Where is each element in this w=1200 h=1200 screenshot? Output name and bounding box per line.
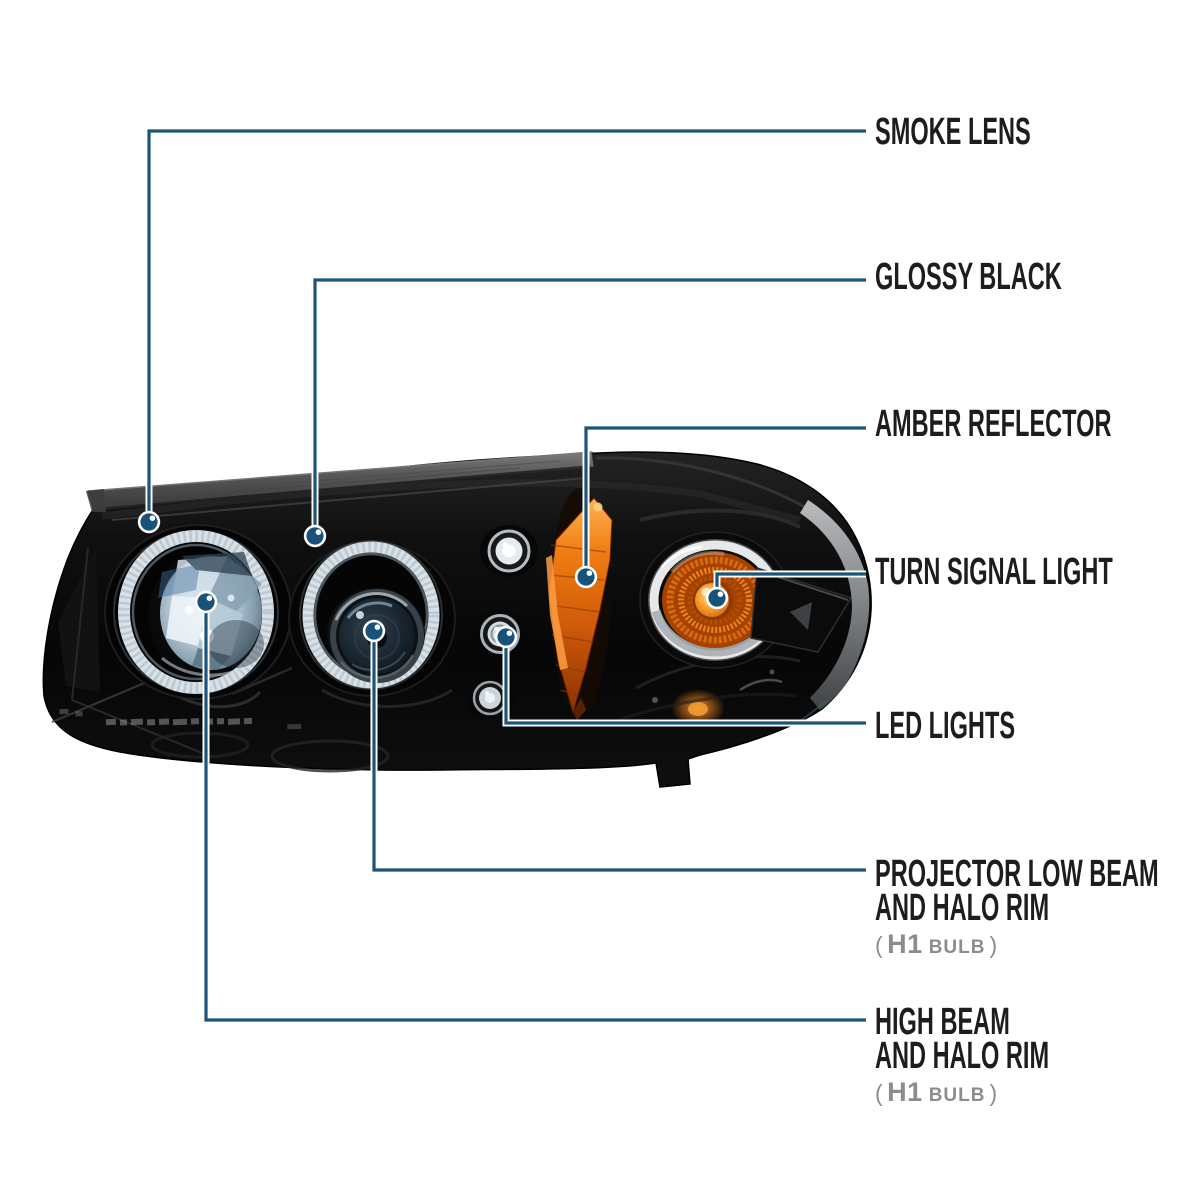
bottom-reflection-3 <box>321 688 453 708</box>
bulb-note-open: ( <box>875 932 884 958</box>
callout-turn-signal-light <box>705 570 866 610</box>
callout-label-led-lights: LED LIGHTS <box>875 705 1101 747</box>
label-text: LED LIGHTS <box>875 705 1016 747</box>
callout-dot-amber-reflector <box>574 565 598 589</box>
bulb-word: BULB <box>928 1085 986 1106</box>
callout-label-glossy-black: GLOSSY BLACK <box>875 256 1176 298</box>
left-streak-2 <box>71 547 89 701</box>
callout-dot-led-lights <box>494 625 518 649</box>
left-streak-3 <box>71 699 213 758</box>
bulb-word: BULB <box>928 937 986 958</box>
callout-label-turn-signal-light: TURN SIGNAL LIGHT <box>875 551 1200 593</box>
label-text-line1: PROJECTOR LOW BEAM <box>875 853 1159 895</box>
speck-1 <box>652 697 658 703</box>
speck-2 <box>769 669 775 675</box>
amber-glow-core <box>688 702 708 716</box>
label-text: GLOSSY BLACK <box>875 256 1062 298</box>
callout-label-amber-reflector: AMBER REFLECTOR <box>875 403 1200 445</box>
label-text: TURN SIGNAL LIGHT <box>875 551 1113 593</box>
label-text-line1: HIGH BEAM <box>875 1001 1010 1043</box>
halo-ring-high-beam <box>118 530 274 694</box>
callout-glossy-black <box>303 276 866 548</box>
headlight-body <box>42 451 872 788</box>
label-text: SMOKE LENS <box>875 111 1031 153</box>
left-cavity-wedge <box>58 548 100 692</box>
callout-label-smoke-lens: SMOKE LENS <box>875 111 1126 153</box>
bulb-note-close: ) <box>989 1080 998 1106</box>
callout-high-beam <box>194 590 866 1024</box>
callout-dot-glossy-black <box>303 524 327 548</box>
callout-smoke-lens <box>137 127 866 534</box>
bulb-note-close: ) <box>989 932 998 958</box>
shoulder-highlight <box>595 456 813 513</box>
upper-right-sheen <box>639 508 801 529</box>
inner-top-sheen <box>101 479 801 524</box>
end-cap-trim <box>800 500 870 710</box>
lower-chamber-glint <box>739 678 783 692</box>
callout-amber-reflector <box>574 424 866 589</box>
high-beam-unit <box>104 524 292 700</box>
inner-top-sheen-line <box>111 477 586 521</box>
amber-reflector-shape <box>546 488 613 720</box>
callout-dot-high-beam <box>194 590 218 614</box>
callout-dot-projector-low-beam <box>362 619 386 643</box>
lower-chamber-curve-2 <box>617 692 797 722</box>
callout-dot-turn-signal-light <box>705 586 729 610</box>
label-text: AMBER REFLECTOR <box>875 403 1112 445</box>
bottom-reflection-2 <box>150 731 250 759</box>
bulb-type: H1 <box>887 1077 923 1107</box>
mounting-flange <box>86 451 595 512</box>
side-wing-notch <box>790 602 812 630</box>
callout-projector-low-beam <box>362 619 866 874</box>
headlight-illustration <box>42 451 872 788</box>
callout-led-lights <box>494 625 866 727</box>
label-text-line2: AND HALO RIM <box>875 887 1050 929</box>
callout-dot-smoke-lens <box>137 510 161 534</box>
label-text-line2: AND HALO RIM <box>875 1035 1050 1077</box>
bulb-note-open: ( <box>875 1080 884 1106</box>
callout-overlay <box>137 127 866 1024</box>
bottom-reflection-1 <box>270 739 390 773</box>
bulb-type: H1 <box>887 929 923 959</box>
